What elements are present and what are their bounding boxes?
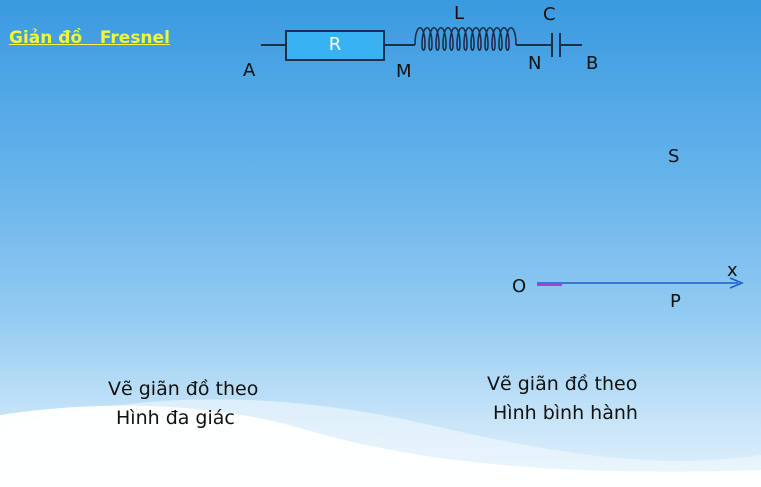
wave-front [0, 405, 761, 487]
slide-title: Giản đồ Fresnel [9, 28, 170, 48]
inductor-coil [414, 26, 517, 52]
left-note-line1: Vẽ giãn đồ theo [108, 378, 259, 400]
resistor-label: R [328, 34, 342, 55]
origin-o-label: O [512, 276, 527, 297]
right-note-line2: Hình bình hành [493, 402, 638, 424]
node-a-label: A [243, 60, 256, 81]
capacitor-label: C [543, 4, 556, 25]
node-n-label: N [528, 53, 542, 74]
x-axis-arrowhead [729, 277, 744, 289]
right-note-line1: Vẽ giãn đồ theo [487, 373, 638, 395]
node-b-label: B [586, 53, 599, 74]
point-p-label: P [670, 291, 681, 312]
resistor [285, 30, 385, 61]
inductor-label: L [454, 3, 465, 24]
x-axis-label: x [727, 260, 738, 281]
node-m-label: M [396, 61, 412, 82]
point-s-label: S [668, 146, 680, 167]
left-note-line2: Hình đa giác [116, 407, 235, 429]
